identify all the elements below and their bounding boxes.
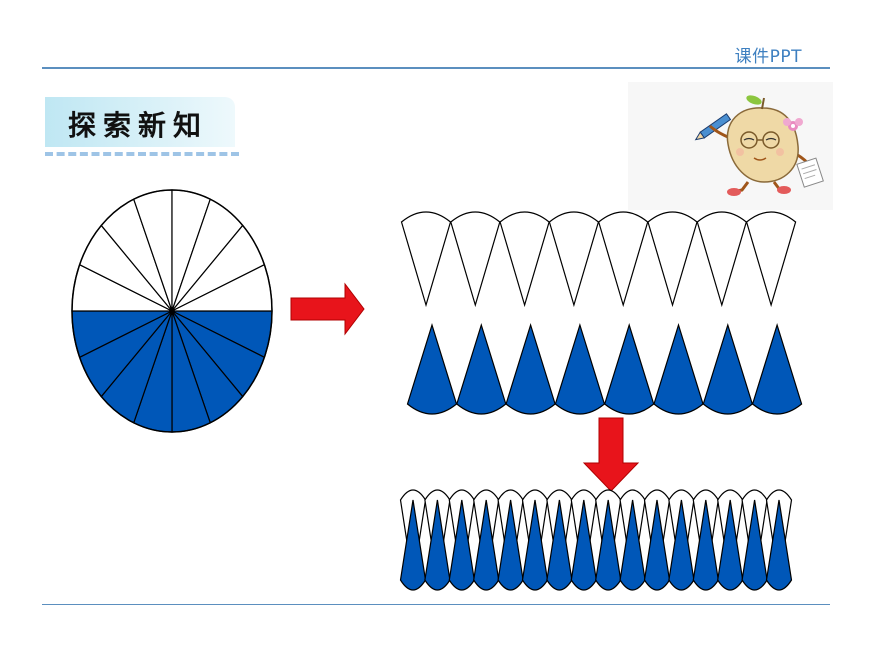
shaded-sector bbox=[406, 322, 458, 415]
section-title: 探索新知 bbox=[68, 109, 209, 142]
section-title-background bbox=[45, 97, 235, 147]
section-title-underline bbox=[45, 152, 239, 156]
arrow-right-icon bbox=[290, 282, 365, 336]
unshaded-sector-row bbox=[400, 211, 797, 308]
pear-teacher-mascot-icon bbox=[628, 82, 833, 210]
unshaded-sector bbox=[548, 211, 600, 308]
shaded-sector bbox=[604, 322, 655, 415]
shaded-sector bbox=[653, 322, 704, 415]
unshaded-sector bbox=[598, 211, 649, 308]
header-divider bbox=[42, 67, 830, 69]
shaded-sector bbox=[456, 322, 507, 415]
shaded-sector bbox=[765, 499, 793, 591]
circle-outline bbox=[71, 189, 273, 433]
unshaded-sector bbox=[450, 211, 501, 308]
unshaded-sector bbox=[400, 211, 452, 308]
shaded-sector bbox=[751, 322, 803, 415]
unshaded-sector bbox=[696, 211, 747, 308]
shaded-sector bbox=[505, 322, 556, 415]
unshaded-sector bbox=[745, 211, 797, 308]
unshaded-sector bbox=[499, 211, 550, 308]
arrow-down-icon bbox=[582, 417, 640, 492]
shaded-sector bbox=[554, 322, 606, 415]
footer-divider bbox=[42, 604, 830, 605]
unshaded-sector bbox=[647, 211, 698, 308]
shaded-sector-row bbox=[406, 322, 803, 415]
sector-circle bbox=[71, 189, 273, 433]
shaded-sector bbox=[702, 322, 753, 415]
brand-label: 课件PPT bbox=[734, 47, 802, 67]
rearranged-sectors bbox=[399, 489, 793, 591]
